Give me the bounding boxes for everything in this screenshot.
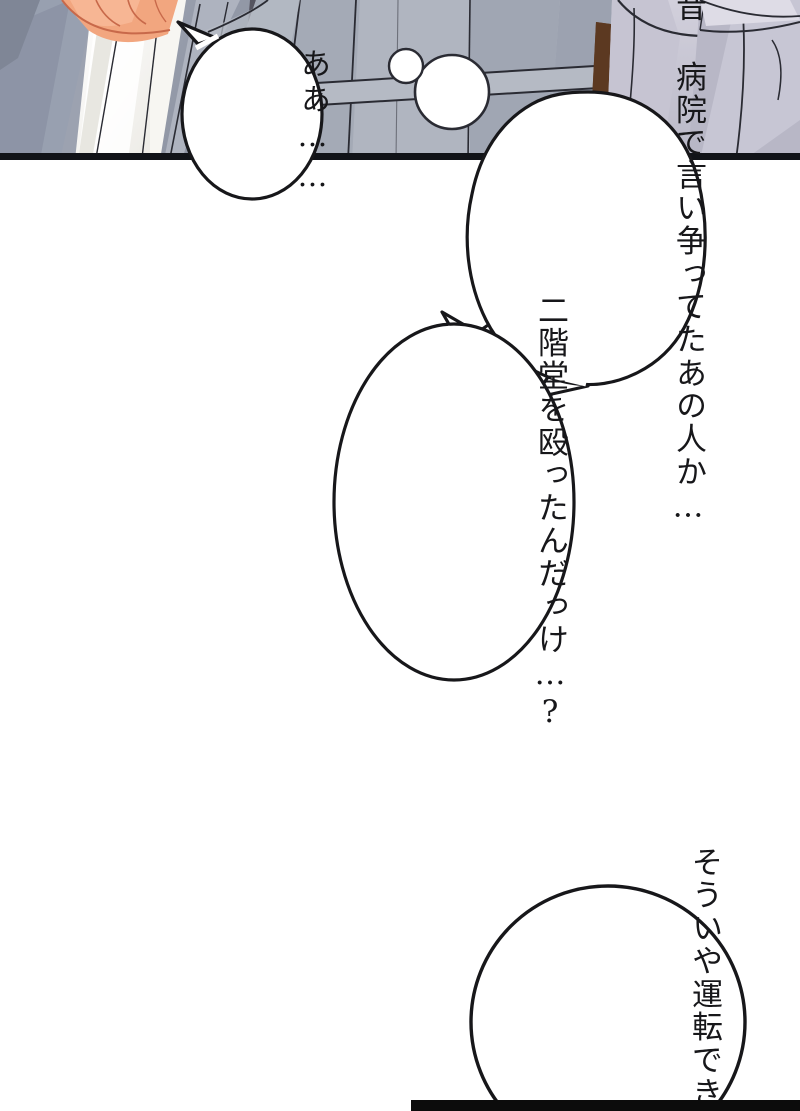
bubble-column-1: そういや bbox=[686, 846, 722, 978]
next-panel-top-border bbox=[411, 1100, 800, 1111]
bubble-column-3: あの人か… bbox=[670, 356, 706, 526]
speech-bubble-driving: そういや運転できるの bbox=[468, 846, 748, 1111]
bubble-column-2: 殴ったんだっけ…? bbox=[532, 425, 568, 732]
top-panel bbox=[0, 0, 800, 160]
speech-bubble-aa: ああ…… bbox=[172, 20, 332, 204]
bubble-column-2: 運転できるの bbox=[686, 977, 722, 1111]
speech-bubble-hospital: 昔 病院で言い争ってたあの人か… bbox=[438, 0, 718, 526]
top-panel-bottom-border bbox=[0, 153, 800, 160]
bubble-column-1: 二階堂を bbox=[532, 294, 568, 426]
speech-bubble-hospital-text: 昔 病院で言い争ってたあの人か… bbox=[438, 0, 718, 526]
speech-bubble-nikaido-shape bbox=[332, 310, 576, 682]
speech-bubble-nikaido-text: 二階堂を殴ったんだっけ…? bbox=[330, 294, 582, 731]
speech-bubble-aa-shape bbox=[176, 20, 324, 201]
speech-bubble-driving-text: そういや運転できるの bbox=[468, 846, 748, 1111]
speech-bubble-nikaido: 二階堂を殴ったんだっけ…? bbox=[330, 294, 582, 732]
speech-bubble-driving-shape bbox=[469, 884, 747, 1111]
bubble-column-2: 言い争ってた bbox=[670, 159, 706, 357]
speech-bubble-aa-text: ああ…… bbox=[295, 48, 330, 200]
top-panel-artwork bbox=[0, 0, 800, 160]
bubble-column-1: 昔 病院で bbox=[670, 0, 706, 160]
